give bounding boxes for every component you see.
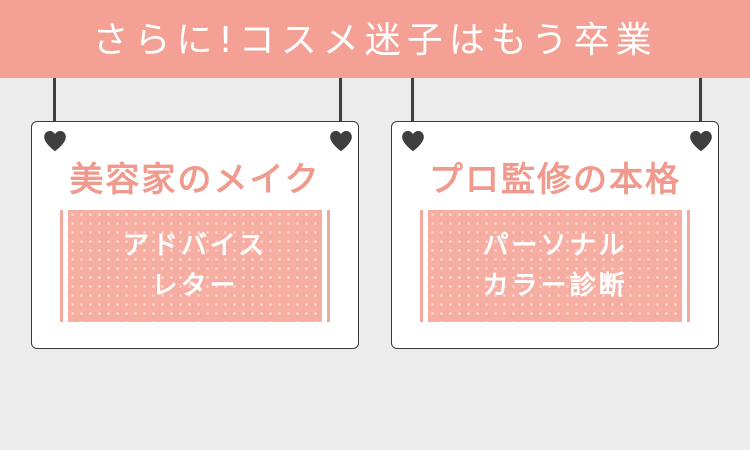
- heart-icon: [400, 128, 426, 154]
- card-color-diagnosis: プロ監修の本格 パーソナル カラー診断: [391, 121, 719, 349]
- heart-icon: [328, 128, 354, 154]
- panel-line: アドバイス: [122, 231, 268, 261]
- heart-icon: [688, 128, 714, 154]
- panel-line: レター: [151, 271, 239, 301]
- panel: アドバイス レター: [68, 210, 322, 322]
- hanging-string: [699, 78, 702, 134]
- heart-icon: [42, 128, 68, 154]
- banner-title: さらに!コスメ迷子はもう卒業: [92, 20, 658, 61]
- panel: パーソナル カラー診断: [428, 210, 682, 322]
- card-heading: プロ監修の本格: [429, 160, 681, 200]
- panel-line: パーソナル: [482, 231, 628, 261]
- card-makeup-advice: 美容家のメイク アドバイス レター: [31, 121, 359, 349]
- hanging-string: [53, 78, 56, 134]
- panel-frame: パーソナル カラー診断: [420, 210, 690, 322]
- card-heading: 美容家のメイク: [69, 160, 321, 200]
- hanging-string: [339, 78, 342, 134]
- panel-frame: アドバイス レター: [60, 210, 330, 322]
- top-banner: さらに!コスメ迷子はもう卒業: [0, 0, 750, 78]
- panel-line: カラー診断: [482, 271, 628, 301]
- hanging-string: [411, 78, 414, 134]
